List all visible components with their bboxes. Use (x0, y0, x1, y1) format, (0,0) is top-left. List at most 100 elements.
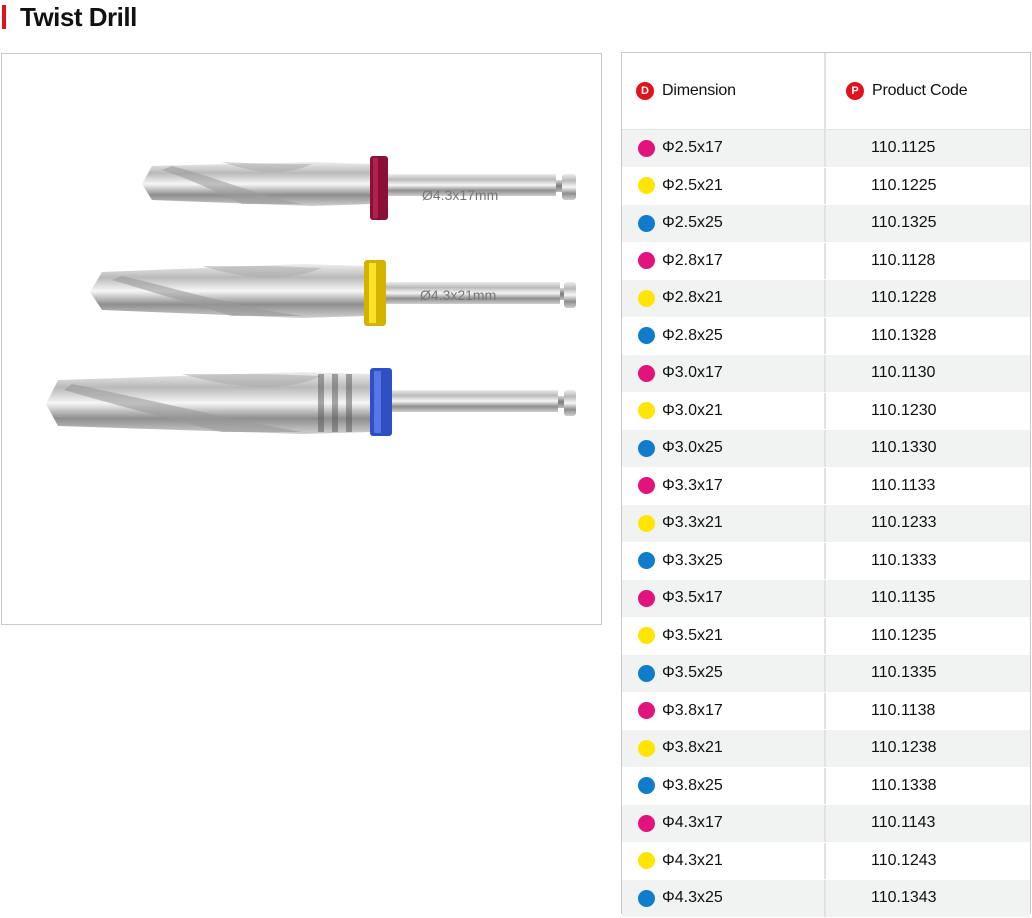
product-code-cell: 110.1133 (826, 467, 1030, 504)
table-row: Φ4.3x17 110.1143 (622, 805, 1030, 843)
dimension-cell: Φ3.5x25 (622, 655, 826, 692)
product-code-cell: 110.1128 (826, 242, 1030, 279)
table-header: D Dimension P Product Code (622, 53, 1030, 130)
color-code-dot-icon (638, 814, 655, 832)
product-code-cell: 110.1335 (826, 655, 1030, 692)
dimension-badge-icon: D (636, 82, 654, 100)
dimension-cell: Φ3.3x21 (622, 505, 826, 542)
product-code-cell: 110.1130 (826, 355, 1030, 392)
color-code-dot-icon (638, 439, 655, 457)
product-code-cell: 110.1143 (826, 805, 1030, 842)
table-row: Φ2.5x17 110.1125 (622, 130, 1030, 168)
product-code-cell: 110.1343 (826, 880, 1030, 917)
dimension-value: Φ3.3x21 (662, 514, 723, 532)
dimension-value: Φ4.3x17 (662, 814, 723, 832)
color-code-dot-icon (638, 889, 655, 907)
dimension-value: Φ3.5x17 (662, 589, 723, 607)
dimension-cell: Φ3.0x25 (622, 430, 826, 467)
dimension-cell: Φ3.8x17 (622, 692, 826, 729)
table-row: Φ3.8x25 110.1338 (622, 767, 1030, 805)
color-code-dot-icon (638, 702, 655, 720)
color-code-dot-icon (638, 777, 655, 795)
dimension-cell: Φ2.5x21 (622, 167, 826, 204)
product-code-cell: 110.1333 (826, 542, 1030, 579)
dimension-cell: Φ3.0x17 (622, 355, 826, 392)
color-code-dot-icon (638, 589, 655, 607)
table-row: Φ3.5x17 110.1135 (622, 580, 1030, 618)
dimension-cell: Φ2.8x21 (622, 280, 826, 317)
dimension-value: Φ3.0x25 (662, 439, 723, 457)
dimension-cell: Φ4.3x25 (622, 880, 826, 917)
product-code-cell: 110.1135 (826, 580, 1030, 617)
color-code-dot-icon (638, 552, 655, 570)
dimension-cell: Φ3.5x21 (622, 617, 826, 654)
drill-25mm (46, 368, 576, 436)
dimension-cell: Φ2.8x17 (622, 242, 826, 279)
dimension-value: Φ4.3x25 (662, 889, 723, 907)
product-code-cell: 110.1330 (826, 430, 1030, 467)
product-code-cell: 110.1328 (826, 317, 1030, 354)
product-image-panel: Ø4.3x17mm Ø4.3x21mm (1, 53, 602, 625)
color-code-dot-icon (638, 139, 655, 157)
drill-21mm: Ø4.3x21mm (90, 260, 576, 326)
twist-drill-illustration: Ø4.3x17mm Ø4.3x21mm (46, 156, 576, 436)
product-code-cell: 110.1338 (826, 767, 1030, 804)
product-code-cell: 110.1235 (826, 617, 1030, 654)
color-code-dot-icon (638, 739, 655, 757)
dimension-cell: Φ4.3x17 (622, 805, 826, 842)
dimension-cell: Φ3.5x17 (622, 580, 826, 617)
color-code-dot-icon (638, 252, 655, 270)
table-row: Φ2.8x17 110.1128 (622, 242, 1030, 280)
dimension-value: Φ3.8x21 (662, 739, 723, 757)
dimension-cell: Φ3.8x21 (622, 730, 826, 767)
title-accent-bar (2, 5, 6, 29)
dimension-value: Φ2.5x21 (662, 176, 723, 194)
color-code-dot-icon (638, 364, 655, 382)
dimension-value: Φ2.5x17 (662, 139, 723, 157)
dimension-value: Φ3.3x17 (662, 476, 723, 494)
product-code-cell: 110.1243 (826, 842, 1030, 879)
color-code-dot-icon (638, 327, 655, 345)
table-row: Φ2.5x21 110.1225 (622, 167, 1030, 205)
dimension-value: Φ3.0x21 (662, 401, 723, 419)
page-header: Twist Drill (0, 0, 400, 34)
dimension-value: Φ3.8x25 (662, 776, 723, 794)
header-product-code-label: Product Code (872, 82, 968, 99)
page-title: Twist Drill (20, 2, 137, 32)
header-dimension-label: Dimension (662, 82, 736, 99)
dimension-cell: Φ3.3x17 (622, 467, 826, 504)
table-row: Φ4.3x21 110.1243 (622, 842, 1030, 880)
dimension-cell: Φ3.3x25 (622, 542, 826, 579)
dimension-cell: Φ2.8x25 (622, 317, 826, 354)
dimension-cell: Φ4.3x21 (622, 842, 826, 879)
drill-17mm: Ø4.3x17mm (142, 156, 576, 220)
color-code-dot-icon (638, 402, 655, 420)
drill-label-17: Ø4.3x17mm (422, 187, 498, 203)
color-code-dot-icon (638, 177, 655, 195)
dimension-value: Φ2.5x25 (662, 214, 723, 232)
dimension-value: Φ4.3x21 (662, 851, 723, 869)
color-code-dot-icon (638, 664, 655, 682)
color-code-dot-icon (638, 477, 655, 495)
header-product-code: P Product Code (826, 53, 1030, 129)
product-code-cell: 110.1238 (826, 730, 1030, 767)
product-code-cell: 110.1228 (826, 280, 1030, 317)
dimension-cell: Φ3.0x21 (622, 392, 826, 429)
dimension-value: Φ3.0x17 (662, 364, 723, 382)
product-code-cell: 110.1125 (826, 130, 1030, 167)
header-dimension: D Dimension (622, 53, 826, 129)
table-row: Φ3.0x17 110.1130 (622, 355, 1030, 393)
table-row: Φ4.3x25 110.1343 (622, 880, 1030, 918)
dimension-cell: Φ2.5x17 (622, 130, 826, 167)
drill-label-21: Ø4.3x21mm (420, 287, 496, 303)
product-code-cell: 110.1225 (826, 167, 1030, 204)
table-row: Φ3.8x21 110.1238 (622, 730, 1030, 768)
dimension-value: Φ2.8x17 (662, 251, 723, 269)
color-code-dot-icon (638, 214, 655, 232)
